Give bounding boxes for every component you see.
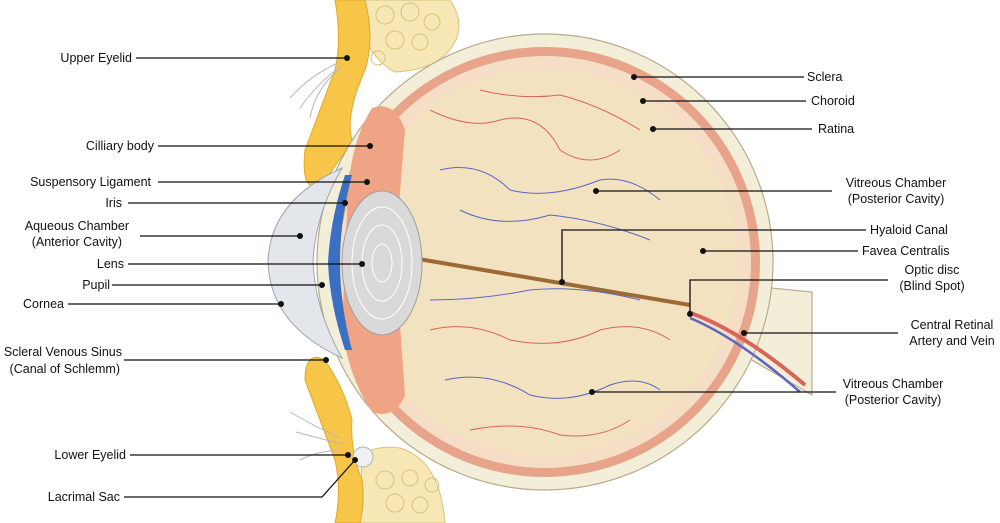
label-lower-eyelid: Lower Eyelid bbox=[54, 448, 126, 462]
label-cornea: Cornea bbox=[23, 297, 64, 311]
vitreous-shape bbox=[352, 69, 738, 455]
label-ciliary-body: Cilliary body bbox=[86, 139, 155, 153]
lower-orbit-bone bbox=[359, 446, 446, 523]
retinal-vessels bbox=[429, 89, 671, 437]
right-labels: Sclera Choroid Ratina Vitreous Chamber (… bbox=[807, 70, 995, 407]
label-aqueous-chamber: Aqueous Chamber bbox=[25, 219, 129, 233]
label-vitreous-chamber-upper: Vitreous Chamber bbox=[846, 176, 947, 190]
label-iris: Iris bbox=[105, 196, 122, 210]
orbit-bone bbox=[359, 0, 460, 523]
cornea-shape bbox=[267, 166, 344, 360]
label-vitreous-chamber-lower: Vitreous Chamber bbox=[843, 377, 944, 391]
label-choroid: Choroid bbox=[811, 94, 855, 108]
label-suspensory-ligament: Suspensory Ligament bbox=[30, 175, 151, 189]
eyeball bbox=[267, 33, 813, 491]
label-fovea-centralis: Favea Centralis bbox=[862, 244, 950, 258]
label-sclera: Sclera bbox=[807, 70, 842, 84]
label-vitreous-chamber-lower-sub: (Posterior Cavity) bbox=[845, 393, 942, 407]
lens-shape bbox=[341, 190, 423, 336]
label-lacrimal-sac: Lacrimal Sac bbox=[48, 490, 120, 504]
label-optic-disc: Optic disc bbox=[905, 263, 960, 277]
hyaloid-canal-shape bbox=[394, 253, 691, 307]
right-leaders bbox=[559, 74, 898, 395]
label-aqueous-chamber-sub: (Anterior Cavity) bbox=[32, 235, 122, 249]
label-central-retinal-sub: Artery and Vein bbox=[909, 334, 995, 348]
label-optic-disc-sub: (Blind Spot) bbox=[899, 279, 964, 293]
central-retinal-vessel-blue bbox=[689, 316, 801, 393]
label-vitreous-chamber-upper-sub: (Posterior Cavity) bbox=[848, 192, 945, 206]
label-scleral-venous-sinus-sub: (Canal of Schlemm) bbox=[10, 362, 120, 376]
iris-shape bbox=[328, 175, 352, 350]
label-upper-eyelid: Upper Eyelid bbox=[60, 51, 132, 65]
label-central-retinal: Central Retinal bbox=[911, 318, 994, 332]
label-hyaloid-canal: Hyaloid Canal bbox=[870, 223, 948, 237]
eyelids bbox=[289, 0, 374, 523]
label-scleral-venous-sinus: Scleral Venous Sinus bbox=[4, 345, 122, 359]
label-pupil: Pupil bbox=[82, 278, 110, 292]
left-labels: Upper Eyelid Cilliary body Suspensory Li… bbox=[4, 51, 155, 504]
label-retina: Ratina bbox=[818, 122, 854, 136]
central-retinal-vessel-red bbox=[687, 310, 807, 387]
left-leaders bbox=[68, 55, 373, 498]
label-lens: Lens bbox=[97, 257, 124, 271]
lacrimal-sac-shape bbox=[352, 446, 374, 468]
